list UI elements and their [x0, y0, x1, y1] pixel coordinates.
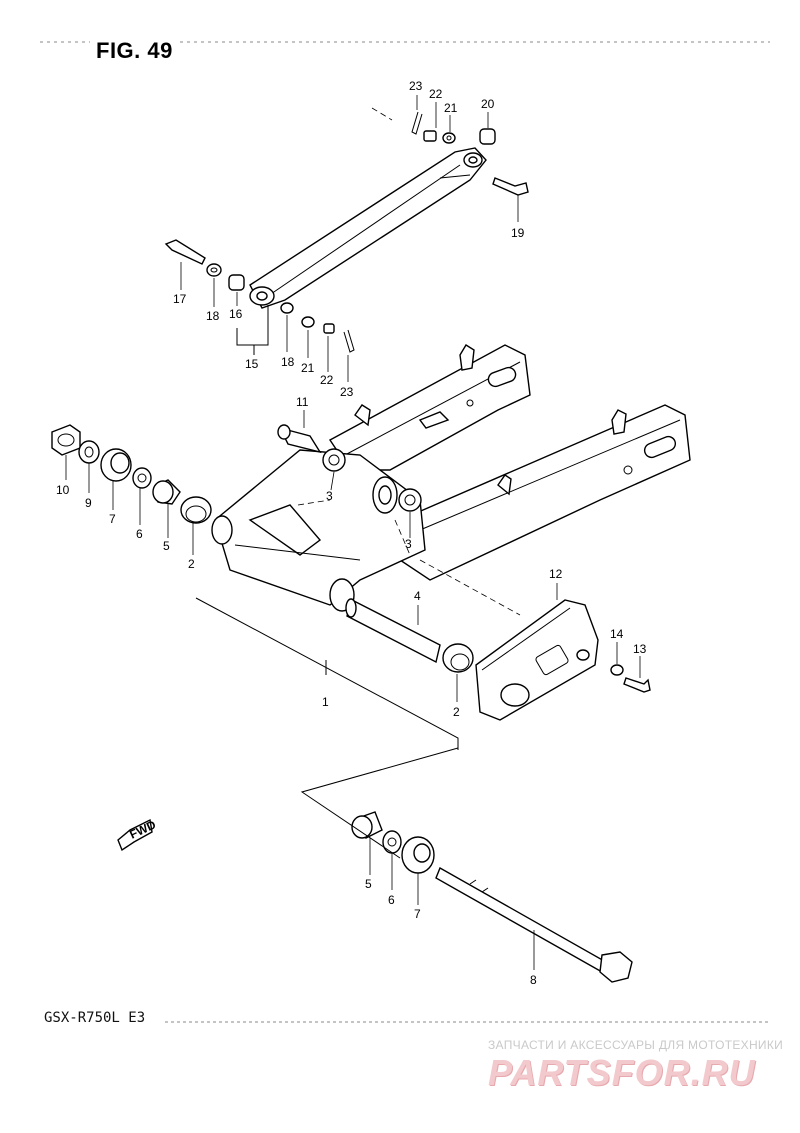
- chain-buffer: [475, 599, 599, 721]
- part-number: 22: [320, 373, 334, 387]
- cotter-pin-lower: [343, 329, 355, 353]
- cotter-pin-top: [411, 111, 423, 135]
- leader-lines: [65, 95, 641, 970]
- part-number: 7: [109, 512, 116, 526]
- bolt-left: [164, 239, 206, 265]
- part-number: 21: [301, 361, 315, 375]
- spacer-left: [152, 479, 181, 505]
- part-number-labels: 1 2 2 3 3 4 5 5 6 6 7 7 8 9 10 11 12 13 …: [56, 79, 647, 987]
- watermark-caption: ЗАПЧАСТИ И АКСЕССУАРЫ ДЛЯ МОТОТЕХНИКИ: [488, 1038, 784, 1052]
- part-number: 2: [453, 705, 460, 719]
- castle-nut-top: [423, 130, 437, 142]
- collar-top: [479, 128, 496, 145]
- bolt-top: [492, 177, 529, 196]
- center-lines: [297, 107, 521, 616]
- shock-bearing-lower: [398, 488, 422, 512]
- part-number: 10: [56, 483, 70, 497]
- part-number: 15: [245, 357, 259, 371]
- shock-collar: [277, 424, 322, 454]
- part-number: 4: [414, 589, 421, 603]
- fwd-arrow-icon: FWD: [117, 817, 158, 852]
- buffer-washer: [610, 664, 624, 676]
- figure-title: FIG. 49: [96, 38, 173, 63]
- part-number: 14: [610, 627, 624, 641]
- part-number: 23: [340, 385, 354, 399]
- group-bracket-1-lower: [300, 747, 459, 859]
- pivot-spacer-tube: [345, 598, 441, 664]
- part-number: 8: [530, 973, 537, 987]
- washer-lower: [280, 302, 294, 314]
- part-number: 1: [322, 695, 329, 709]
- washer-top: [442, 132, 456, 144]
- dust-seal-right: [401, 836, 435, 874]
- buffer-bolt: [623, 677, 651, 693]
- part-number: 6: [388, 893, 395, 907]
- part-number: 3: [326, 489, 333, 503]
- part-number: 18: [206, 309, 220, 323]
- shock-bearing-upper: [322, 448, 346, 472]
- needle-bearing-right: [442, 643, 474, 673]
- part-number: 7: [414, 907, 421, 921]
- part-number: 3: [405, 537, 412, 551]
- part-number: 18: [281, 355, 295, 369]
- dust-seal-left: [100, 448, 132, 482]
- needle-bearing-left: [180, 496, 212, 524]
- part-number: 11: [296, 395, 309, 409]
- part-number: 2: [188, 557, 195, 571]
- pivot-washer: [78, 440, 100, 464]
- group-bracket-1: [195, 597, 459, 750]
- part-number: 5: [365, 877, 372, 891]
- thrust-washer-right: [382, 830, 402, 854]
- part-number: 23: [409, 79, 423, 93]
- part-number: 22: [429, 87, 443, 101]
- watermark-logo: PARTSFOR.RU: [488, 1052, 756, 1093]
- part-number: 6: [136, 527, 143, 541]
- group-bracket-15: [236, 305, 269, 346]
- spacer-right: [351, 811, 383, 839]
- part-number: 19: [511, 226, 525, 240]
- part-number: 13: [633, 642, 647, 656]
- torque-rod: [249, 147, 487, 309]
- pivot-nut: [51, 424, 81, 456]
- washer-lower-2: [301, 316, 315, 328]
- part-number: 21: [444, 101, 458, 115]
- part-number: 5: [163, 539, 170, 553]
- part-number: 20: [481, 97, 495, 111]
- part-number: 16: [229, 307, 243, 321]
- pivot-shaft: [435, 866, 633, 983]
- part-number: 12: [549, 567, 563, 581]
- fwd-label: FWD: [127, 817, 158, 841]
- washer-left: [206, 263, 222, 277]
- part-number: 9: [85, 496, 92, 510]
- model-code: GSX-R750L E3: [44, 1010, 146, 1026]
- part-number: 17: [173, 292, 187, 306]
- castle-nut-lower: [323, 323, 335, 334]
- swingarm: [211, 344, 691, 612]
- collar-left: [228, 274, 245, 291]
- thrust-washer-left: [132, 467, 152, 489]
